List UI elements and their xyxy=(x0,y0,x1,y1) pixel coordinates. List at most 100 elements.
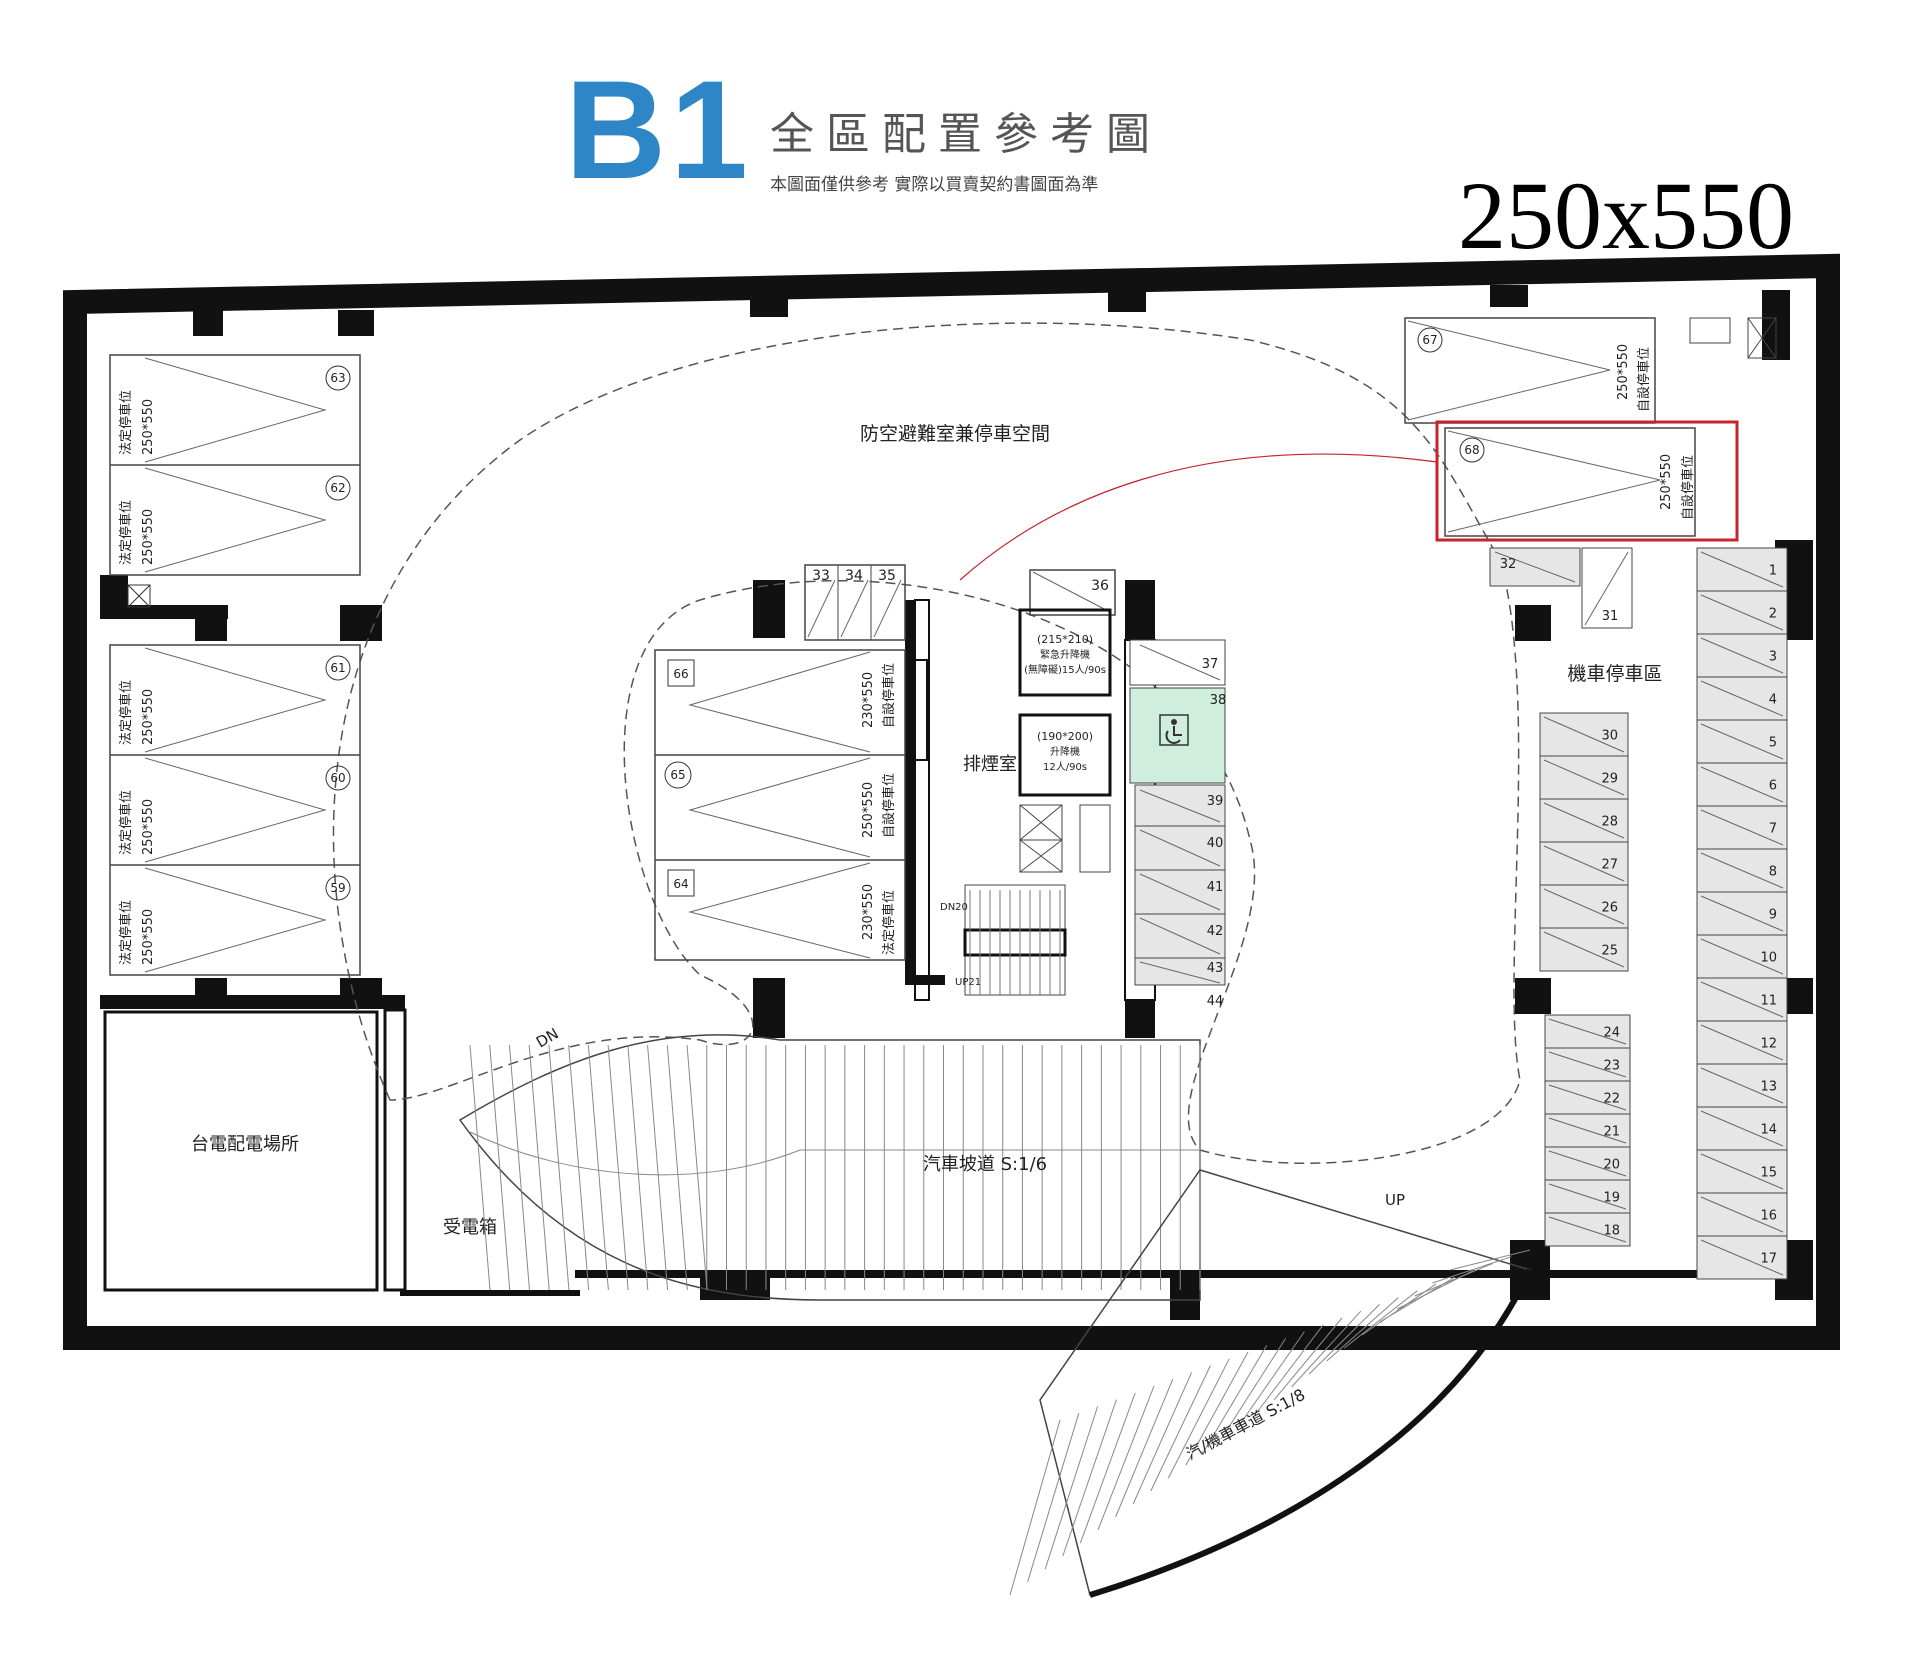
moto-ramp-hatch xyxy=(1291,1310,1362,1388)
scooter-slot-line-11 xyxy=(1700,981,1784,1018)
moto-ramp-hatch xyxy=(1238,1331,1305,1427)
scooter-slot-line-6 xyxy=(1700,766,1784,803)
dim-label-64: 230*550 xyxy=(861,884,876,940)
self-label-66: 自設停車位 xyxy=(881,663,897,728)
space-39: 39 xyxy=(1207,794,1224,809)
moto-ramp-hatch xyxy=(1009,1419,1061,1596)
scooter-slot-label-29: 29 xyxy=(1601,772,1618,787)
moto-ramp-hatch xyxy=(1115,1379,1174,1518)
scooter-slot-label-28: 28 xyxy=(1601,815,1618,830)
moto-ramp-hatch xyxy=(1220,1338,1287,1440)
elev2-spec: 12人/90s xyxy=(1043,761,1087,773)
moto-ramp-hatch xyxy=(1414,1263,1493,1297)
scooter-slot-label-7: 7 xyxy=(1769,822,1777,837)
moto-ramp-hatch xyxy=(1044,1406,1099,1570)
scooter-slot-label-18: 18 xyxy=(1603,1224,1620,1239)
scooter-slot-line-1 xyxy=(1700,551,1784,588)
moto-ramp-hatch xyxy=(1308,1304,1380,1375)
scooter-slot-line-21 xyxy=(1548,1117,1627,1144)
space-64: 64 xyxy=(673,877,688,891)
scooter-slot-label-4: 4 xyxy=(1769,693,1777,708)
scooter-slot-23 xyxy=(1544,1047,1631,1082)
moto-ramp-hatch xyxy=(1203,1344,1268,1453)
space-44: 44 xyxy=(1207,994,1224,1009)
scooter-slot-line-19 xyxy=(1548,1183,1627,1210)
dim-label-61: 250*550 xyxy=(141,509,156,565)
self-label-68: 自設停車位 xyxy=(1680,455,1696,520)
scooter-slot-line-20 xyxy=(1548,1150,1627,1177)
scooter-slot-label-2: 2 xyxy=(1769,607,1777,622)
scooter-slot-label-3: 3 xyxy=(1769,650,1777,665)
scooter-slot-label-12: 12 xyxy=(1760,1037,1777,1052)
center-parking-group: 66 65 64 230*550 自設停車位 250*550 自設停車位 230… xyxy=(654,649,906,961)
scooter-slot-label-9: 9 xyxy=(1769,908,1777,923)
building-walls xyxy=(63,253,1840,1350)
scooter-slot-line-14 xyxy=(1700,1110,1784,1147)
smoke-room-label: 排煙室 xyxy=(963,754,1017,775)
car-ramp: 汽車坡道 S:1/6 DN xyxy=(458,1024,1201,1301)
moto-ramp-label: 汽/機車車道 S:1/8 xyxy=(1183,1385,1308,1464)
car-ramp-hatch xyxy=(686,1044,708,1291)
scooter-slot-line-9 xyxy=(1700,895,1784,932)
elev1-name: 緊急升降機 xyxy=(1040,648,1090,661)
column-spaces: 37 38 39 40 41 42 43 44 xyxy=(1129,639,1227,1009)
space-43: 43 xyxy=(1207,961,1224,976)
scooter-area-label: 機車停車區 xyxy=(1567,663,1662,685)
scooter-slot-label-5: 5 xyxy=(1769,736,1777,751)
dim-label-58: 250*550 xyxy=(141,909,156,965)
legal-label-62: 法定停車位 xyxy=(118,390,134,455)
scooter-slot-line-26 xyxy=(1543,888,1625,925)
left-parking-group: 63 62 61 60 59 法定停車位 250*550 法定停車位 250*5… xyxy=(109,354,361,976)
scooter-slot-label-24: 24 xyxy=(1603,1026,1620,1041)
space-65: 65 xyxy=(670,768,685,782)
dim-label-68: 250*550 xyxy=(1659,454,1674,510)
scooter-slot-line-24 xyxy=(1548,1018,1627,1045)
scooter-slot-line-22 xyxy=(1548,1084,1627,1111)
scooter-slot-line-4 xyxy=(1700,680,1784,717)
scooter-slot-line-23 xyxy=(1548,1051,1627,1078)
scooter-slot-line-12 xyxy=(1700,1024,1784,1061)
legal-label-58: 法定停車位 xyxy=(118,900,134,965)
scooter-slot-label-26: 26 xyxy=(1601,901,1618,916)
stair-up21: UP21 xyxy=(955,977,981,988)
moto-ramp-hatch xyxy=(1150,1365,1211,1492)
scooter-slot-label-10: 10 xyxy=(1760,951,1777,966)
moto-ramp-hatch xyxy=(1256,1324,1324,1414)
self-label-65: 自設停車位 xyxy=(881,773,897,838)
elev2-name: 升降機 xyxy=(1050,745,1080,758)
car-ramp-hatch xyxy=(587,1044,609,1291)
car-ramp-hatch xyxy=(548,1044,570,1291)
scooter-slot-label-22: 22 xyxy=(1603,1092,1620,1107)
dim-label-65: 250*550 xyxy=(861,782,876,838)
space-34: 34 xyxy=(845,568,863,584)
car-ramp-hatch xyxy=(666,1044,688,1291)
scooter-slot-line-29 xyxy=(1543,759,1625,796)
core-area: (215*210) 緊急升降機 (無障礙)15人/90s (190*200) 升… xyxy=(914,608,1112,996)
space-68: 68 xyxy=(1464,443,1479,457)
elev2-size: (190*200) xyxy=(1037,730,1093,743)
moto-ramp-hatch xyxy=(1027,1413,1080,1583)
legal-label-61: 法定停車位 xyxy=(118,500,134,565)
space-41: 41 xyxy=(1207,880,1224,895)
scooter-slot-label-20: 20 xyxy=(1603,1158,1620,1173)
space-36: 36 xyxy=(1091,578,1109,594)
scooter-slot-line-17 xyxy=(1700,1239,1784,1276)
space-38: 38 xyxy=(1210,693,1227,708)
space-60: 60 xyxy=(330,771,345,785)
scooter-slot-line-15 xyxy=(1700,1153,1784,1190)
scooter-slot-line-10 xyxy=(1700,938,1784,975)
space-31: 31 xyxy=(1602,609,1619,624)
car-ramp-label: 汽車坡道 S:1/6 xyxy=(923,1154,1047,1175)
elev1-spec: (無障礙)15人/90s xyxy=(1024,663,1106,676)
plan-title: 全區配置參考圖 xyxy=(770,109,1162,160)
scooter-slot-20 xyxy=(1544,1146,1631,1181)
space-62: 62 xyxy=(330,481,345,495)
scooter-slot-label-1: 1 xyxy=(1769,564,1777,579)
car-ramp-hatch xyxy=(627,1044,649,1291)
scooter-slot-label-21: 21 xyxy=(1603,1125,1620,1140)
elev1-size: (215*210) xyxy=(1037,633,1093,646)
space-32: 32 xyxy=(1500,557,1517,572)
